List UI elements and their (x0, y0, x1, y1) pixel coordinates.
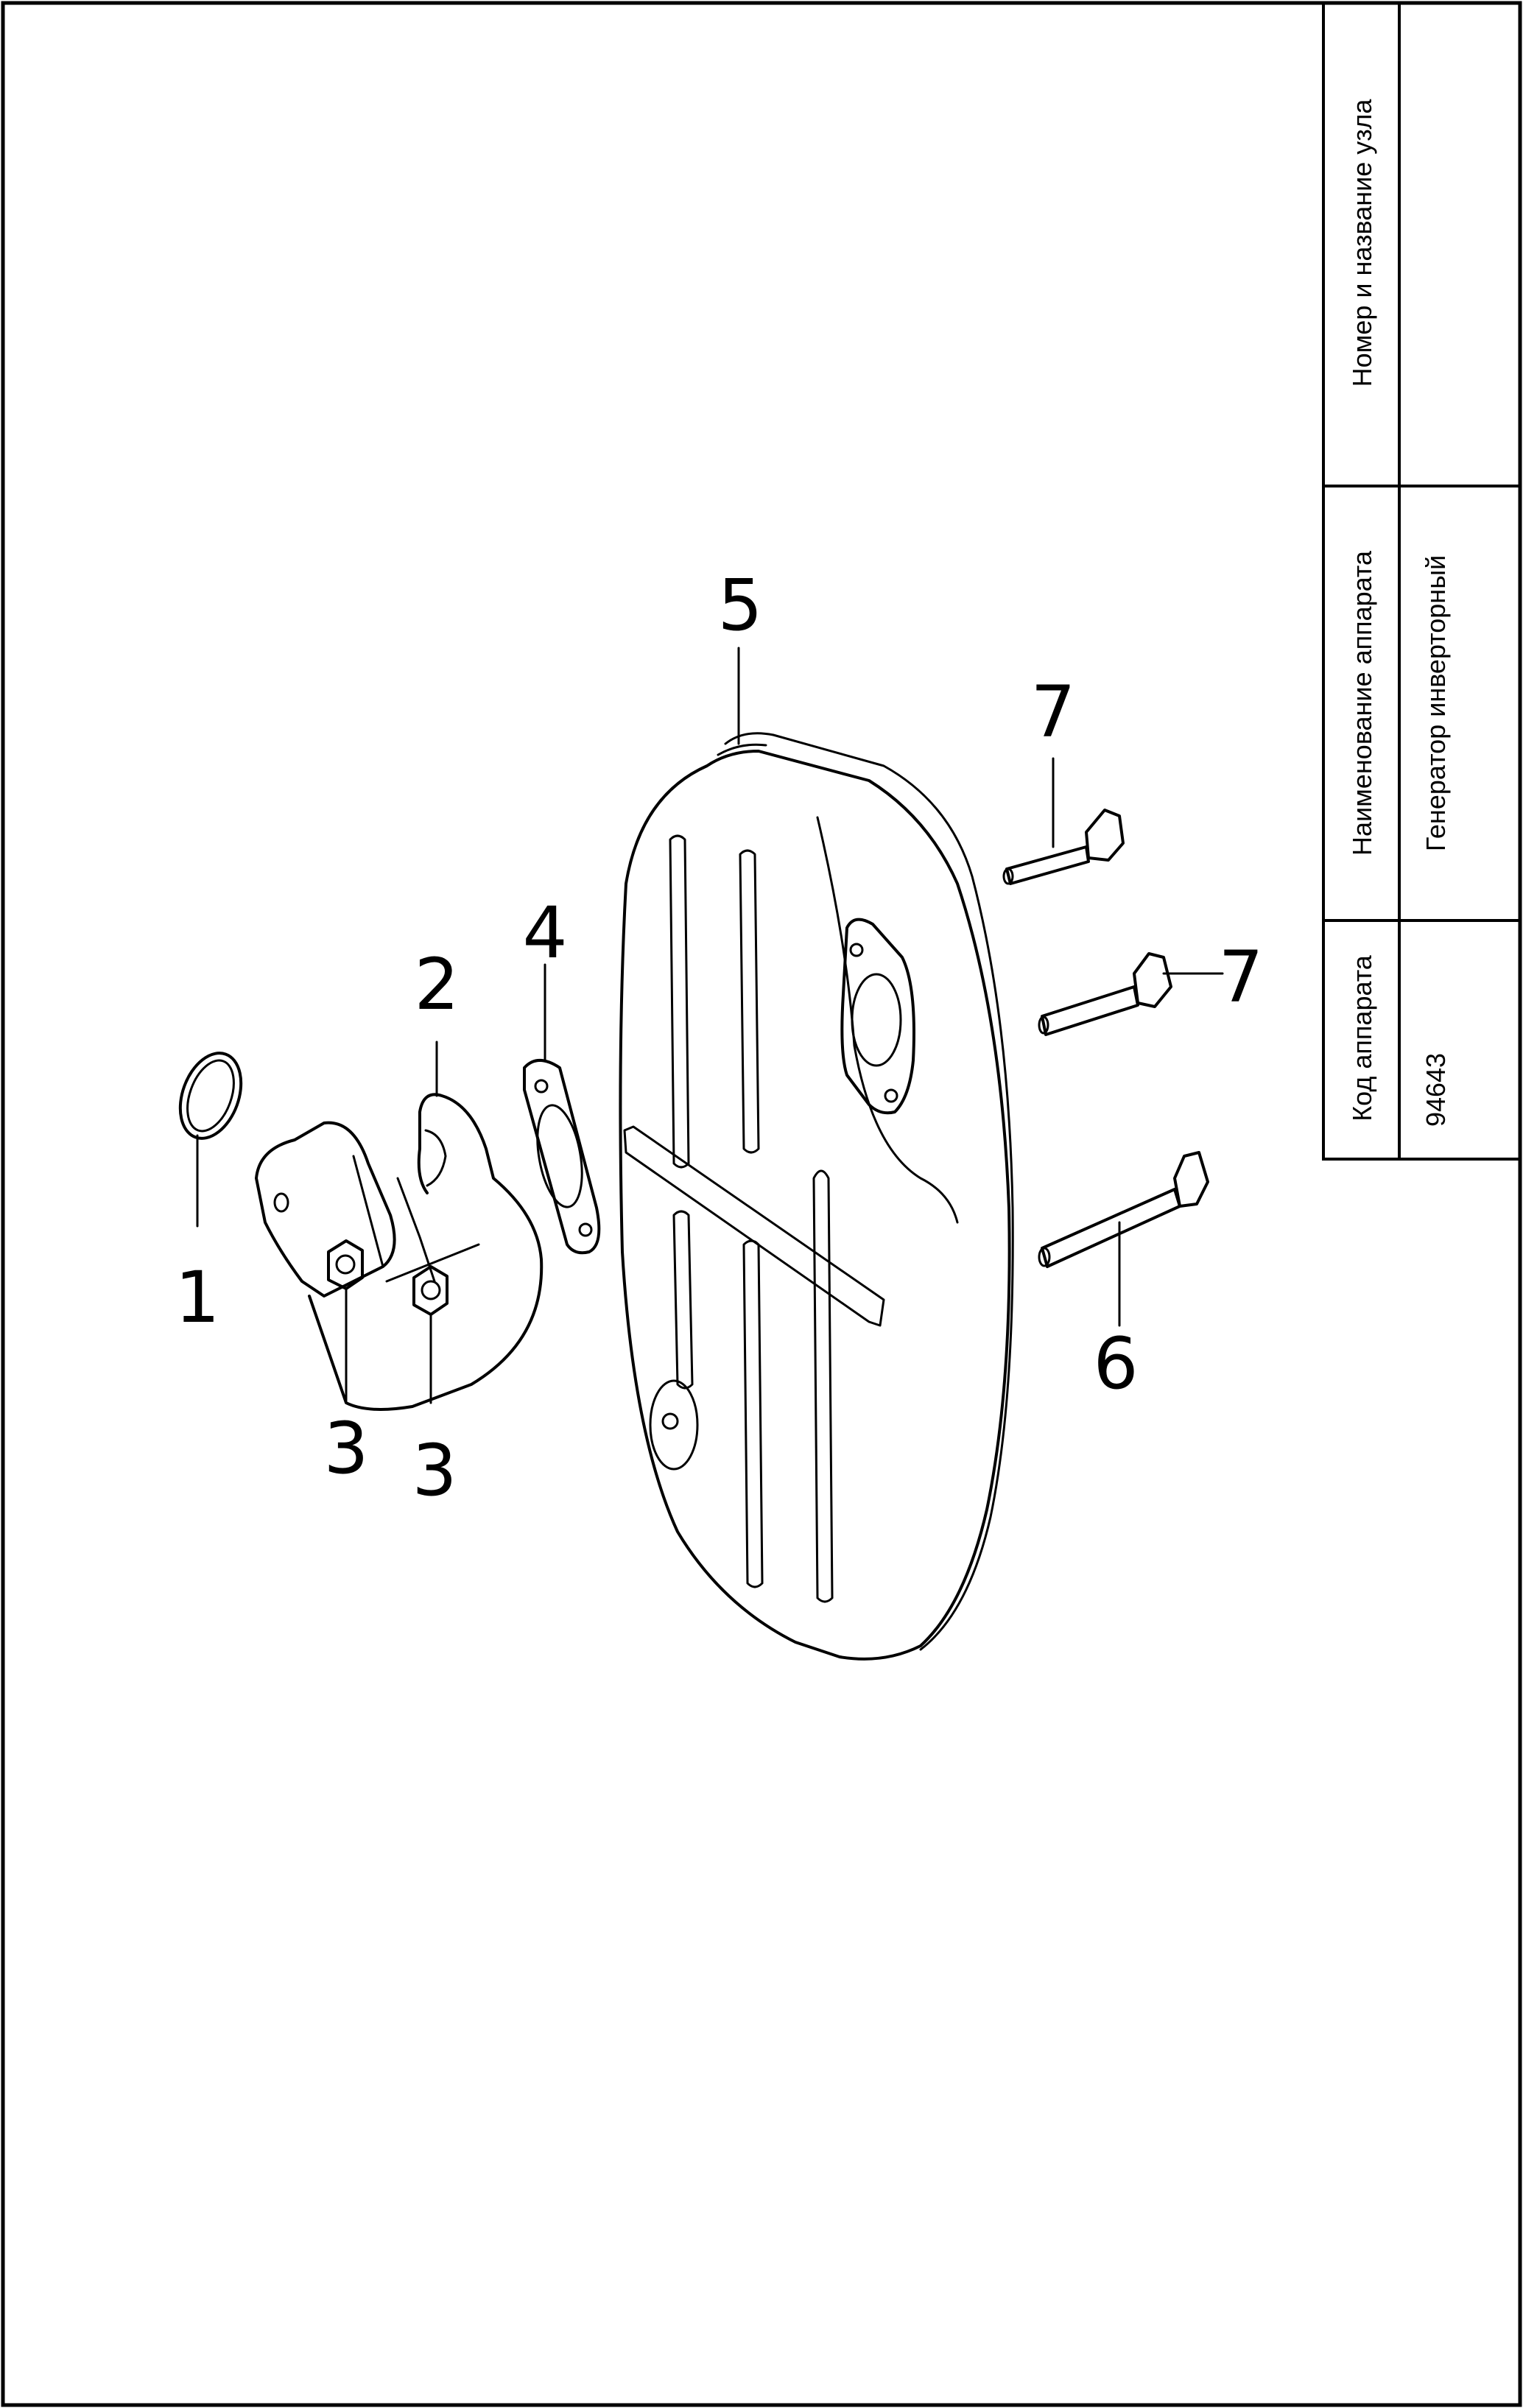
part-6-bolt-long (1038, 1151, 1209, 1327)
callout-3-left: 3 (323, 1407, 368, 1490)
part-5-muffler (619, 647, 1014, 1661)
title-block: Номер и название узла Наименование аппар… (1322, 1, 1522, 1161)
part-7-bolt-upper (1002, 757, 1125, 885)
part-7-bolt-middle (1038, 952, 1224, 1036)
device-code-header: Код аппарата (1347, 954, 1377, 1122)
callout-7-upper: 7 (1030, 671, 1075, 753)
part-2-exhaust-elbow (255, 1041, 544, 1411)
callout-7-middle: 7 (1218, 936, 1263, 1018)
device-name-value: Генератор инверторный (1421, 555, 1451, 851)
callout-4: 4 (522, 892, 567, 974)
part-4-flange-gasket (523, 963, 601, 1255)
callout-5: 5 (717, 564, 762, 647)
callout-1: 1 (175, 1256, 219, 1339)
callout-6: 6 (1093, 1323, 1138, 1405)
assembly-header: Номер и название узла (1347, 99, 1377, 387)
callout-3-right: 3 (412, 1429, 457, 1512)
device-code-value: 94643 (1421, 1053, 1451, 1127)
device-name-header: Наименование аппарата (1347, 550, 1377, 856)
part-3-nut-left (327, 1239, 364, 1404)
callout-2: 2 (414, 943, 459, 1026)
part-3-nut-right (412, 1265, 449, 1404)
part-1-ring (178, 1052, 243, 1228)
